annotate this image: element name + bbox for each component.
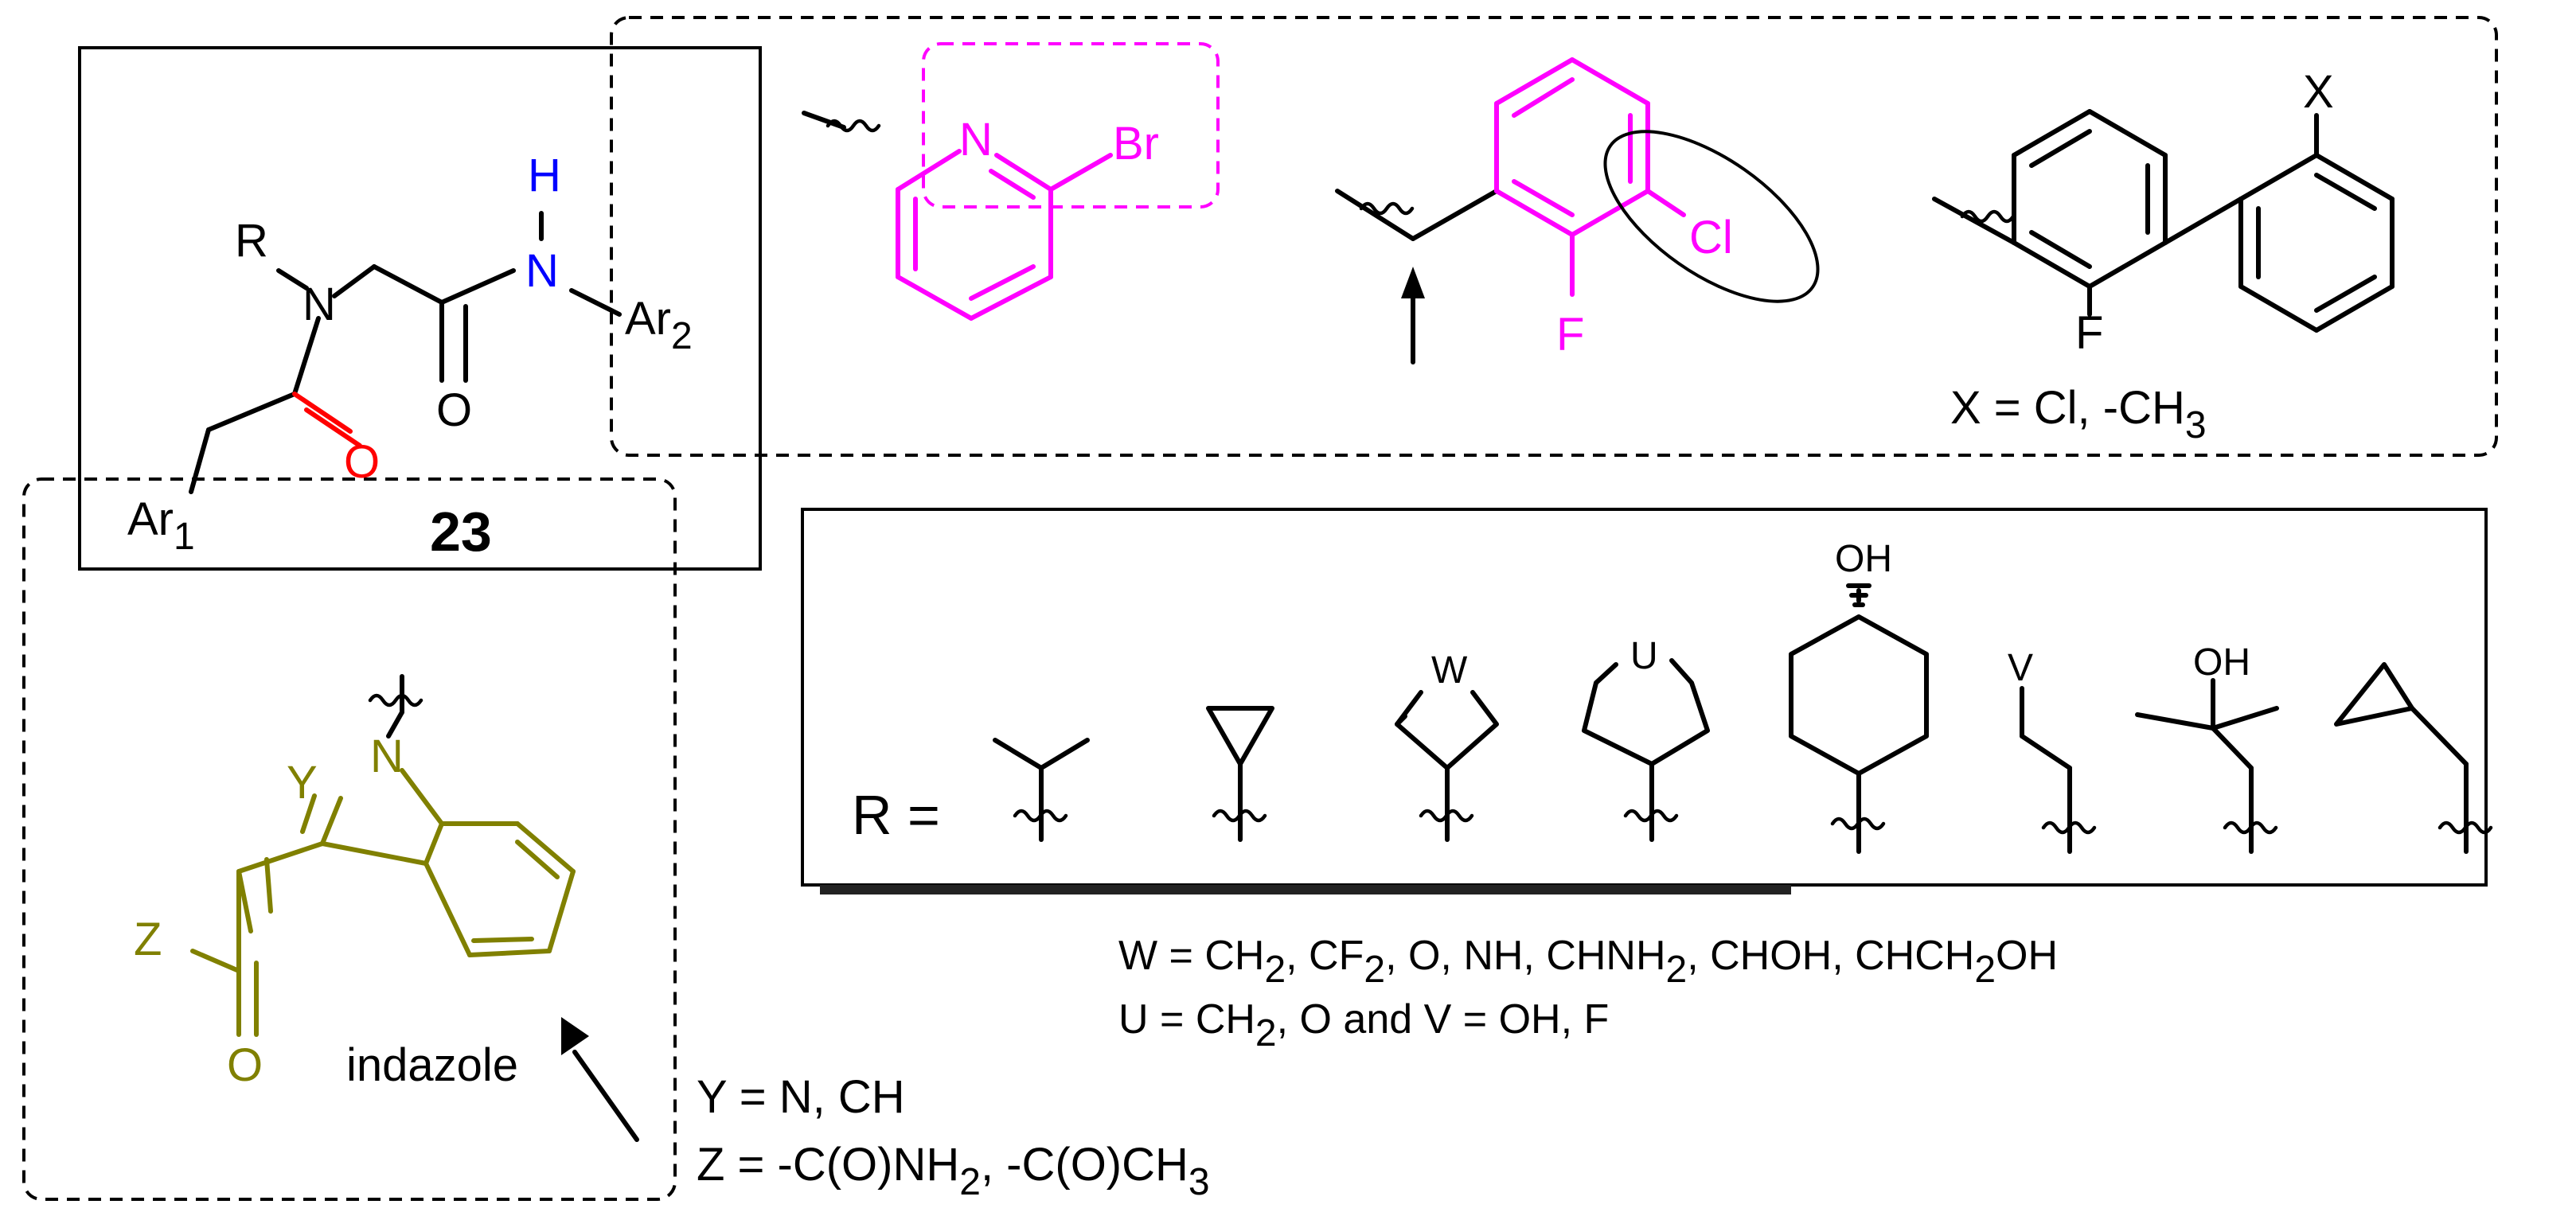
r-groups: R = W (852, 538, 2493, 854)
indazole-o-atom: O (227, 1039, 263, 1091)
benzyl-f-atom: F (1556, 309, 1584, 361)
z-definition: Z = -C(O)NH2, -C(O)CH3 (697, 1139, 1210, 1203)
ar1-indazole: Y N Z O indazole (134, 674, 639, 1142)
atom-ar2: Ar2 (625, 293, 693, 357)
ar2-chlorofluorobenzyl: Cl F (1335, 57, 1820, 364)
r-v-atom: V (2008, 647, 2033, 689)
r-oh-cyclohexyl: OH (1835, 538, 1892, 580)
r-isopropyl (993, 738, 1090, 842)
compound-23-structure: R N H N O O Ar1 Ar2 23 (127, 150, 693, 563)
biphenyl-x-atom: X (2303, 66, 2334, 118)
u-v-definition: U = CH2, O and V = OH, F (1118, 996, 1609, 1054)
atom-o-amide: O (436, 384, 472, 436)
chlorine-highlight-ellipse (1603, 130, 1820, 303)
r-cyclopropyl (1206, 706, 1274, 842)
atom-n-amine: N (302, 279, 336, 330)
ar2-biphenyl: X F X = Cl, -CH3 (1932, 66, 2395, 446)
r-w-atom: W (1431, 649, 1468, 692)
indazole-z-atom: Z (134, 914, 162, 965)
r-five-ring-u: U (1582, 635, 1710, 842)
r-four-ring-w: W (1395, 649, 1499, 842)
indazole-label: indazole (346, 1039, 518, 1091)
r-hydroxycyclohexyl: OH (1789, 538, 1929, 854)
indazole-arrow-head (561, 1017, 589, 1055)
biphenyl-x-definition: X = Cl, -CH3 (1950, 382, 2207, 446)
compound-number: 23 (430, 501, 492, 563)
indazole-y-atom: Y (287, 757, 318, 809)
y-definition: Y = N, CH (697, 1071, 905, 1123)
indazole-n-atom: N (370, 731, 404, 782)
compound-23-box (78, 46, 762, 571)
r-ethyl-v: V (2008, 647, 2097, 854)
pyridine-n-atom: N (959, 114, 993, 166)
benzyl-cl-atom: Cl (1689, 212, 1733, 263)
r-equals-label: R = (852, 784, 940, 846)
pyridine-br-atom: Br (1113, 118, 1159, 170)
r-groups-box-shadow (820, 885, 1791, 894)
ar2-bromopyridine: N Br (802, 42, 1220, 321)
ar1-options-dashed-box (22, 477, 677, 1201)
r-hydroxy-methylpropyl: OH (2135, 641, 2279, 854)
atom-n-amide: N (525, 245, 559, 297)
r-oh-tertiary: OH (2193, 641, 2250, 684)
pyridine-highlight-box (922, 42, 1220, 209)
r-groups-box (801, 508, 2488, 887)
ar2-options-dashed-box (610, 16, 2498, 457)
arrow-head (1401, 267, 1425, 298)
atom-o-carbonyl: O (344, 436, 380, 488)
atom-h: H (528, 150, 561, 201)
atom-r: R (235, 215, 268, 267)
w-definition: W = CH2, CF2, O, NH, CHNH2, CHOH, CHCH2O… (1118, 933, 2058, 991)
r-cyclopropylmethyl (2334, 662, 2493, 854)
atom-ar1: Ar1 (127, 493, 195, 558)
r-u-atom: U (1630, 635, 1658, 677)
biphenyl-f-atom: F (2075, 307, 2103, 359)
